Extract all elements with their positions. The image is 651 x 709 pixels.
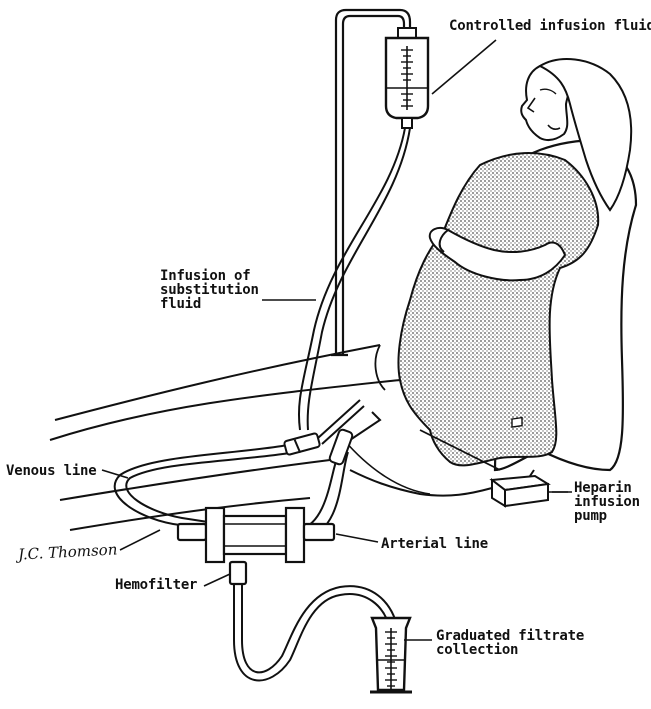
label-line: infusion <box>574 495 640 509</box>
label-graduated-filtrate-collection: Graduated filtrate collection <box>436 629 584 657</box>
label-line: substitution <box>160 283 259 297</box>
venous-tubing <box>115 400 364 530</box>
label-heparin-infusion-pump: Heparin infusion pump <box>574 481 640 523</box>
hemofilter <box>120 508 334 584</box>
label-line: Heparin <box>574 481 640 495</box>
label-line: fluid <box>160 297 259 311</box>
collection-cylinder <box>370 618 412 692</box>
label-line: Graduated filtrate <box>436 629 584 643</box>
label-line: Infusion of <box>160 269 259 283</box>
label-hemofilter: Hemofilter <box>115 578 197 592</box>
infusion-bottle <box>386 28 428 128</box>
label-arterial-line: Arterial line <box>381 537 488 551</box>
venous-connector <box>284 433 320 455</box>
filtrate-tubing <box>234 584 398 680</box>
label-infusion-substitution: Infusion of substitution fluid <box>160 269 259 311</box>
label-line: collection <box>436 643 584 657</box>
label-line: pump <box>574 509 640 523</box>
label-venous-line: Venous line <box>6 464 97 478</box>
label-controlled-infusion-fluid: Controlled infusion fluid <box>449 19 651 33</box>
